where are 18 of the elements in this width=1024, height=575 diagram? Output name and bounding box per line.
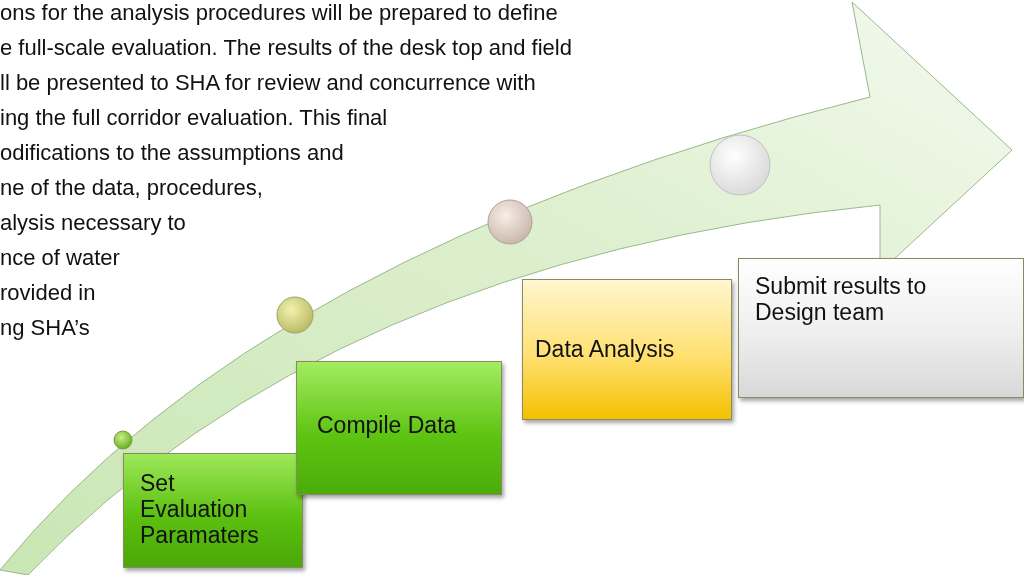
paragraph-text-line: odifications to the assumptions and	[0, 140, 344, 166]
step-box	[522, 279, 732, 420]
paragraph-text-line: ons for the analysis procedures will be prepared to define	[0, 0, 558, 26]
paragraph-text-line: rovided in	[0, 280, 96, 306]
step-box	[123, 453, 303, 568]
step-label: Compile Data	[317, 412, 458, 438]
step-label: Submit results to Design team	[755, 273, 928, 325]
step-box	[296, 361, 502, 495]
paragraph-text-line: ing the full corridor evaluation. This final	[0, 105, 388, 131]
paragraph-text-line: ne of the data, procedures,	[0, 175, 263, 201]
step-box	[738, 258, 1024, 398]
paragraph-text-line: ng SHA’s	[0, 315, 90, 341]
paragraph-text-line: alysis necessary to	[0, 210, 186, 236]
paragraph-text-line: e full-scale evaluation. The results of the desk top and field	[0, 35, 572, 61]
paragraph-text-line: ll be presented to SHA for review and concurrence with	[0, 70, 536, 96]
step-label: Set Evaluation Paramaters	[140, 470, 260, 548]
step-label: Data Analysis	[535, 336, 676, 362]
paragraph-text-line: nce of water	[0, 245, 120, 271]
